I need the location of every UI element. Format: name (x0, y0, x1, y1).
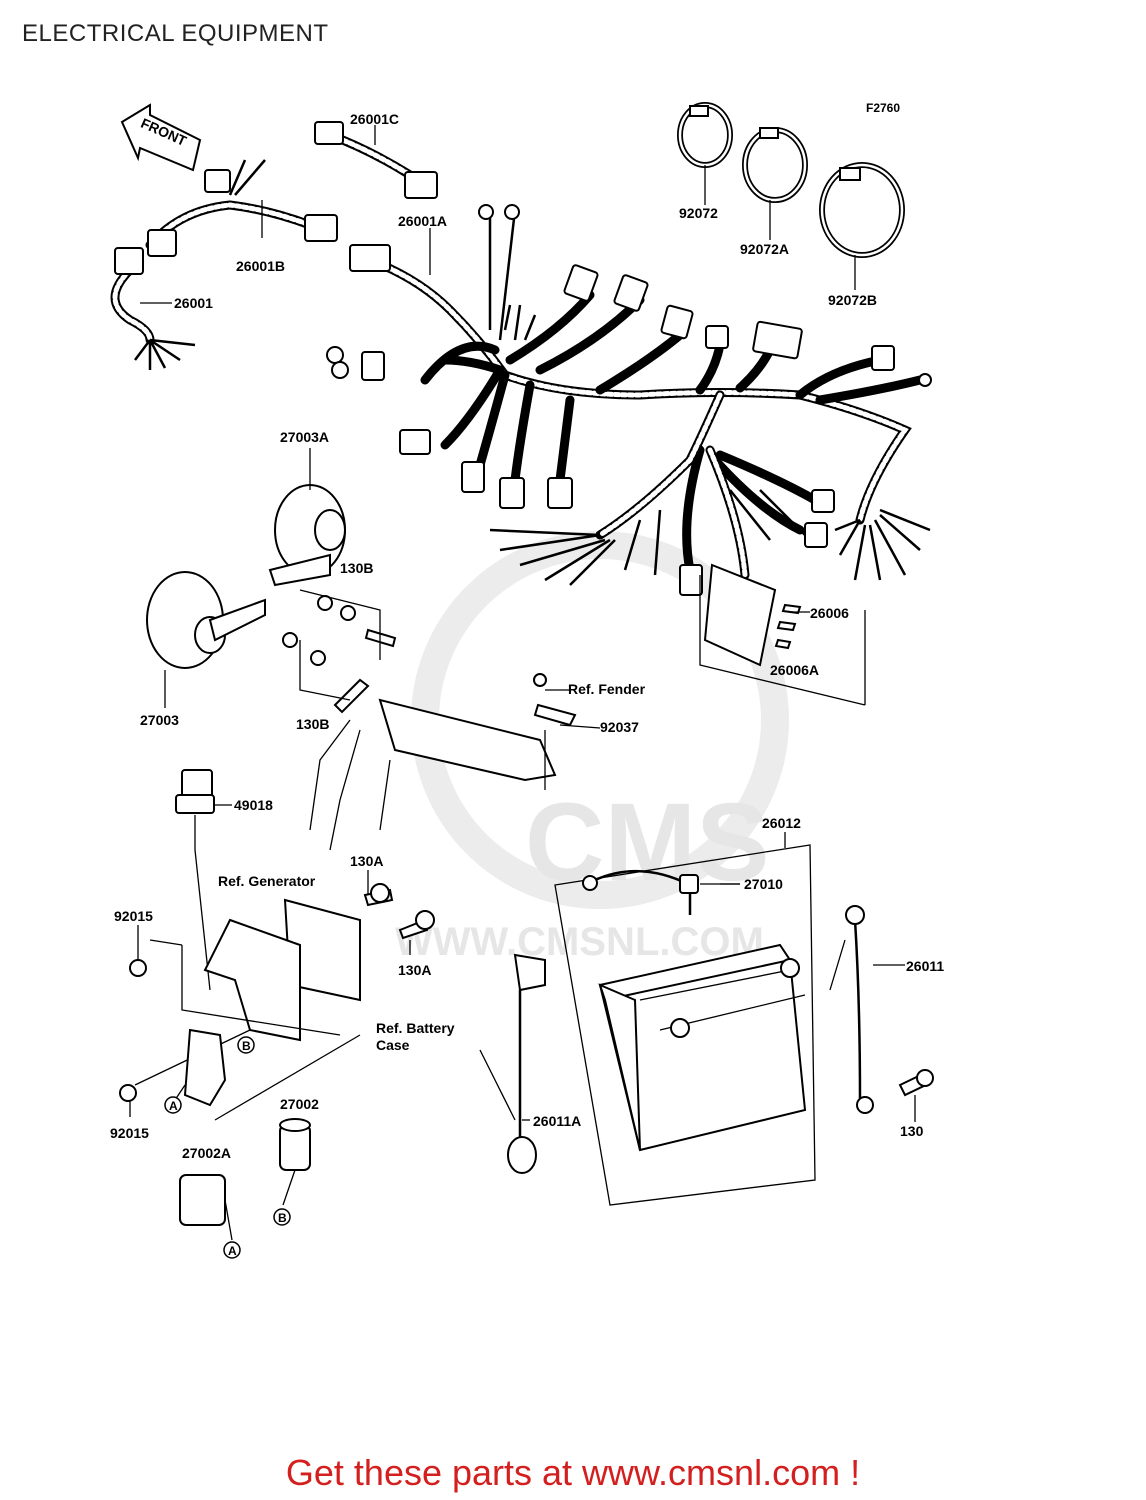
label-130: 130 (900, 1123, 924, 1139)
regulator-26006 (699, 563, 866, 706)
front-arrow: FRONT (120, 103, 202, 172)
label-92015-bottom: 92015 (110, 1125, 149, 1141)
marker-a-1: A (164, 1096, 182, 1114)
label-130a-top: 130A (350, 853, 383, 869)
label-27003: 27003 (140, 712, 179, 728)
label-battery-case: Case (376, 1037, 410, 1053)
label-26001a: 26001A (398, 213, 447, 229)
relay-49018 (175, 769, 215, 991)
label-ref-battery: Ref. Battery (376, 1020, 455, 1036)
label-92015-top: 92015 (114, 908, 153, 924)
marker-a-label: A (169, 1099, 178, 1113)
flashers (179, 1118, 311, 1241)
leader-lines (129, 125, 916, 1122)
marker-a-label: A (228, 1244, 237, 1258)
watermark-logo: CMS (525, 781, 769, 904)
battery-cables (479, 905, 934, 1174)
label-49018: 49018 (234, 797, 273, 813)
label-92072: 92072 (679, 205, 718, 221)
marker-b-label: B (278, 1211, 287, 1225)
label-27002: 27002 (280, 1096, 319, 1112)
label-ref-fender: Ref. Fender (568, 681, 646, 697)
label-26011: 26011 (906, 958, 944, 974)
label-26001: 26001 (174, 295, 213, 311)
label-130a-bottom: 130A (398, 962, 431, 978)
label-92072b: 92072B (828, 292, 877, 308)
label-26006a: 26006A (770, 662, 819, 678)
marker-b-1: B (237, 1036, 255, 1054)
label-ref-generator: Ref. Generator (218, 873, 316, 889)
main-harness (326, 204, 932, 596)
label-26012: 26012 (762, 815, 801, 831)
marker-b-2: B (273, 1208, 291, 1226)
sub-harness-26001b (110, 159, 338, 370)
label-26006: 26006 (810, 605, 849, 621)
label-26001b: 26001B (236, 258, 285, 274)
part-labels: F2760 26001C 26001A 26001B 26001 92072 9… (110, 101, 944, 1161)
bracket-frame (309, 673, 577, 851)
label-130b-top: 130B (340, 560, 373, 576)
label-26001c: 26001C (350, 111, 399, 127)
label-27003a: 27003A (280, 429, 329, 445)
label-92037: 92037 (600, 719, 639, 735)
page-title: ELECTRICAL EQUIPMENT (22, 20, 329, 47)
battery (554, 844, 816, 1206)
label-130b-bottom: 130B (296, 716, 329, 732)
footer-link[interactable]: Get these parts at www.cmsnl.com ! (285, 1452, 861, 1493)
figure-id: F2760 (866, 101, 900, 115)
harness-26001c (314, 121, 438, 199)
watermark-url: WWW.CMSNL.COM (395, 920, 764, 964)
label-26011a: 26011A (533, 1113, 581, 1129)
marker-a-2: A (223, 1241, 241, 1259)
label-27010: 27010 (744, 876, 783, 892)
label-27002a: 27002A (182, 1145, 231, 1161)
rectifier (119, 883, 435, 1121)
straps-92072 (677, 102, 905, 258)
marker-b-label: B (242, 1039, 251, 1053)
horns (146, 484, 397, 714)
label-92072a: 92072A (740, 241, 789, 257)
